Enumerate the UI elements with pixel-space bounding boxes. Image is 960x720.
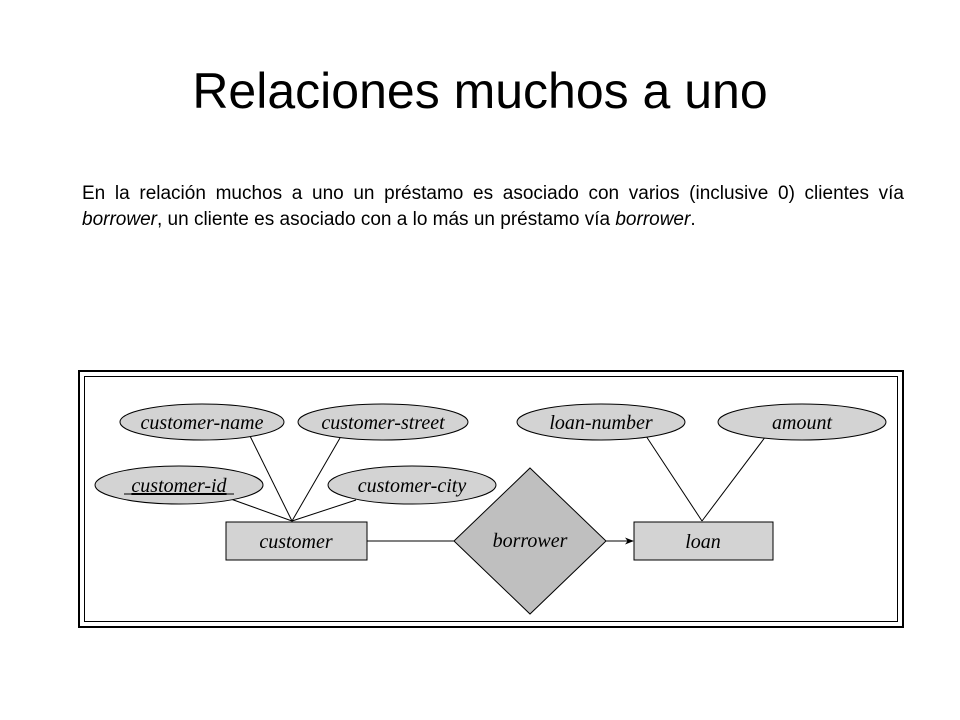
entity-loan-label: loan <box>685 531 721 553</box>
attribute-customer-id: customer-id <box>94 465 264 505</box>
attribute-amount: amount <box>717 403 887 441</box>
body-text-part1: En la relación muchos a uno un préstamo … <box>82 183 904 204</box>
line-customer-city <box>291 499 357 522</box>
line-amount <box>701 435 767 522</box>
er-diagram-inner-border <box>84 376 898 622</box>
line-customer-name <box>249 435 293 522</box>
body-text-part3: . <box>690 209 696 230</box>
attribute-loan-number-label: loan-number <box>549 412 653 434</box>
er-diagram: customer-name customer-street customer-i… <box>94 403 887 615</box>
line-loan-number <box>645 435 703 522</box>
body-text-term-borrower-1: borrower <box>82 209 157 230</box>
attribute-customer-city: customer-city <box>327 465 497 505</box>
attribute-loan-number: loan-number <box>516 403 686 441</box>
entity-loan: loan <box>633 521 774 561</box>
attribute-customer-street: customer-street <box>297 403 469 441</box>
attribute-customer-city-label: customer-city <box>358 475 467 497</box>
entity-customer-label: customer <box>259 531 333 553</box>
relationship-borrower-label: borrower <box>493 530 568 552</box>
line-customer-street <box>291 437 341 522</box>
attribute-customer-name-label: customer-name <box>141 412 264 434</box>
attribute-amount-label: amount <box>772 412 832 434</box>
attribute-customer-name: customer-name <box>119 403 285 441</box>
body-text-term-borrower-2: borrower <box>615 209 691 230</box>
body-text-part2: , un cliente es asociado con a lo más un… <box>156 209 616 230</box>
slide-title: Relaciones muchos a uno <box>192 63 768 119</box>
attribute-customer-street-label: customer-street <box>321 412 445 434</box>
attribute-customer-id-label: customer-id <box>131 475 227 497</box>
slide-body-text: En la relación muchos a uno un préstamo … <box>82 181 904 233</box>
connector-lines <box>227 435 767 545</box>
line-customer-id <box>227 497 293 522</box>
relationship-borrower: borrower <box>453 467 607 615</box>
entity-customer: customer <box>225 521 368 561</box>
